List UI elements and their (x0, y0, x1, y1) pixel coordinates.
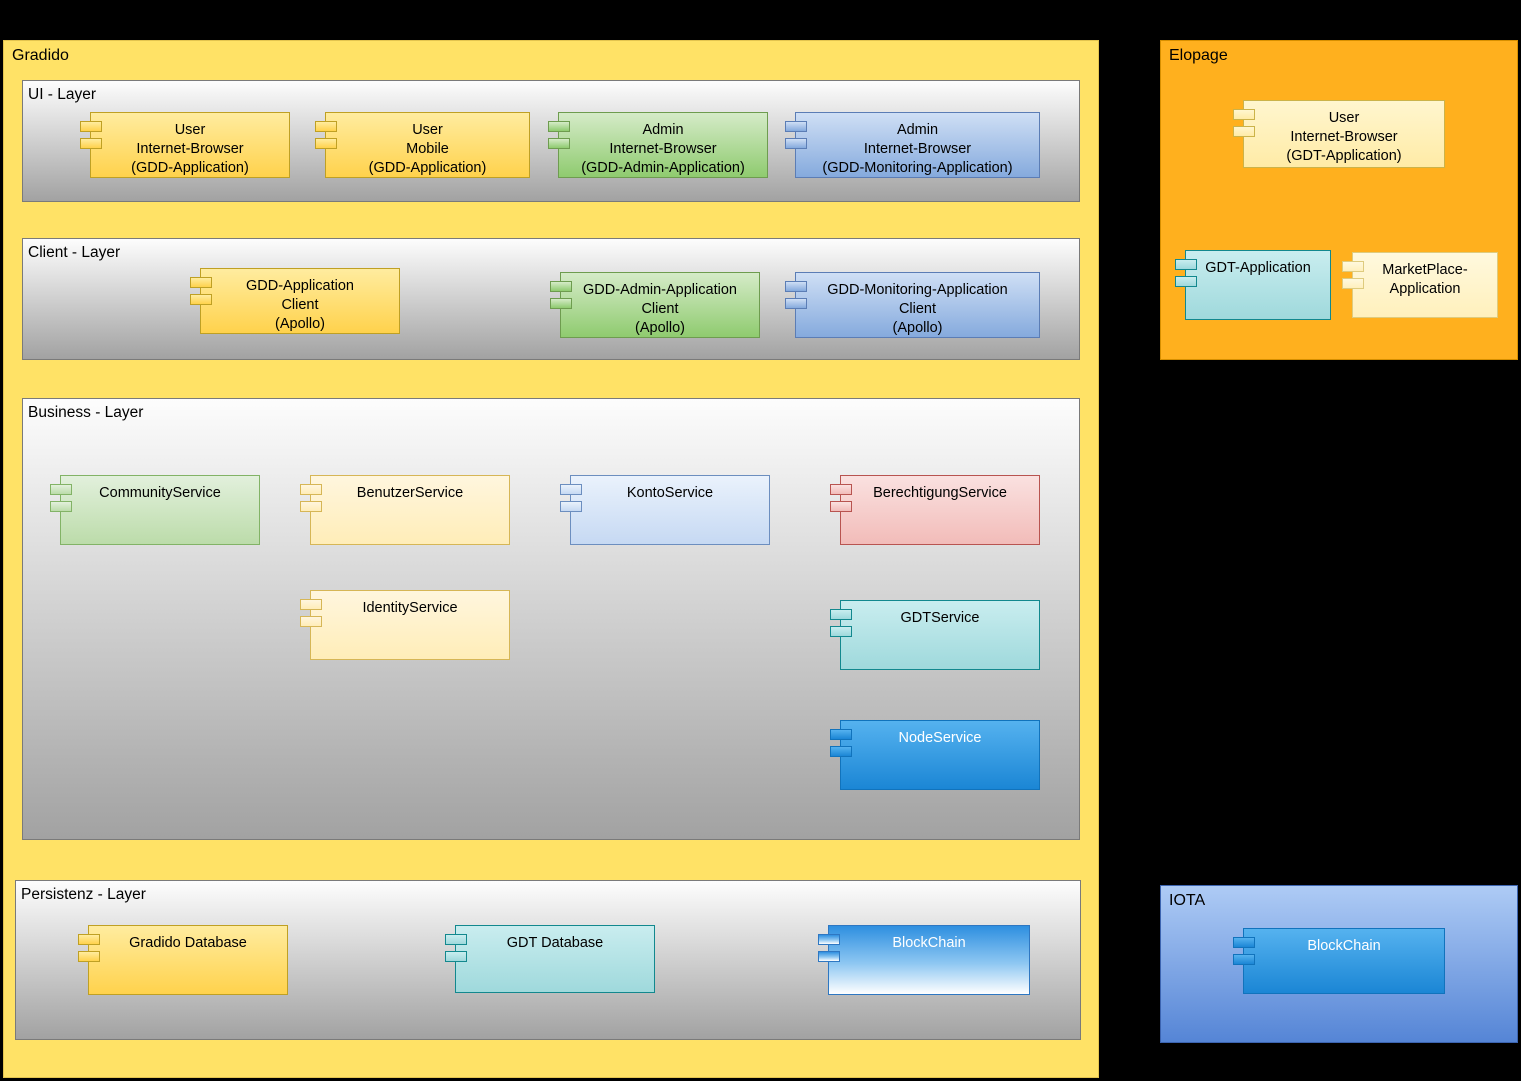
component-port-icon (550, 298, 572, 309)
component-label: GDD-Application Client (Apollo) (246, 278, 354, 332)
component-port-icon (560, 501, 582, 512)
component-label: User Internet-Browser (GDT-Application) (1286, 110, 1402, 164)
component-port-icon (190, 294, 212, 305)
component-port-icon (830, 484, 852, 495)
component-gdd-admin-application-client[interactable]: GDD-Admin-Application Client (Apollo) (550, 272, 760, 338)
component-gdtservice[interactable]: GDTService (830, 600, 1040, 670)
component-label: Admin Internet-Browser (GDD-Admin-Applic… (581, 122, 745, 176)
component-port-icon (315, 138, 337, 149)
component-port-icon (300, 501, 322, 512)
component-marketplace-application[interactable]: MarketPlace- Application (1342, 252, 1498, 318)
component-user-internet-browser-gdt-application[interactable]: User Internet-Browser (GDT-Application) (1233, 100, 1445, 168)
component-blockchain-iota[interactable]: BlockChain (1233, 928, 1445, 994)
layer-client-title: Client - Layer (28, 244, 121, 261)
component-label: GDT-Application (1205, 260, 1311, 276)
component-port-icon (785, 138, 807, 149)
component-port-icon (300, 484, 322, 495)
component-port-icon (1342, 261, 1364, 272)
component-port-icon (830, 609, 852, 620)
component-port-icon (818, 951, 840, 962)
component-port-icon (830, 746, 852, 757)
container-gradido-title: Gradido (12, 47, 69, 64)
container-iota-title: IOTA (1169, 892, 1206, 909)
component-user-internet-browser-gdd-application[interactable]: User Internet-Browser (GDD-Application) (80, 112, 290, 178)
component-gdd-monitoring-application-client[interactable]: GDD-Monitoring-Application Client (Apoll… (785, 272, 1040, 338)
component-port-icon (80, 121, 102, 132)
component-port-icon (300, 616, 322, 627)
component-gdd-application-client[interactable]: GDD-Application Client (Apollo) (190, 268, 400, 334)
component-label: KontoService (626, 485, 714, 501)
component-admin-internet-browser-gdd-monitoring-application[interactable]: Admin Internet-Browser (GDD-Monitoring-A… (785, 112, 1040, 178)
component-label: BlockChain (892, 935, 966, 951)
component-label: GDD-Admin-Application Client (Apollo) (583, 282, 737, 336)
component-user-mobile-gdd-application[interactable]: User Mobile (GDD-Application) (315, 112, 530, 178)
component-port-icon (830, 501, 852, 512)
layer-ui-title: UI - Layer (28, 86, 97, 103)
layer-business-title: Business - Layer (28, 404, 144, 421)
component-label: GDTService (900, 610, 980, 626)
component-identityservice[interactable]: IdentityService (300, 590, 510, 660)
component-nodeservice[interactable]: NodeService (830, 720, 1040, 790)
component-label: User Internet-Browser (GDD-Application) (131, 122, 249, 176)
layer-persistenz-title: Persistenz - Layer (21, 886, 146, 903)
component-port-icon (50, 501, 72, 512)
component-port-icon (445, 934, 467, 945)
component-label: CommunityService (99, 485, 221, 501)
component-port-icon (785, 121, 807, 132)
component-port-icon (445, 951, 467, 962)
component-label: Admin Internet-Browser (GDD-Monitoring-A… (822, 122, 1013, 176)
component-label: GDD-Monitoring-Application Client (Apoll… (827, 282, 1008, 336)
component-port-icon (80, 138, 102, 149)
component-communityservice[interactable]: CommunityService (50, 475, 260, 545)
component-port-icon (1175, 276, 1197, 287)
component-label: BerechtigungService (873, 485, 1007, 501)
component-benutzerservice[interactable]: BenutzerService (300, 475, 510, 545)
component-port-icon (1233, 126, 1255, 137)
component-port-icon (1342, 278, 1364, 289)
container-elopage-title: Elopage (1169, 47, 1228, 64)
component-port-icon (818, 934, 840, 945)
component-gdt-database[interactable]: GDT Database (445, 925, 655, 993)
component-label: GDT Database (506, 935, 604, 951)
component-port-icon (548, 121, 570, 132)
component-port-icon (830, 729, 852, 740)
component-label: Gradido Database (129, 935, 247, 951)
component-label: MarketPlace- Application (1382, 262, 1468, 297)
component-port-icon (1175, 259, 1197, 270)
component-gdt-application[interactable]: GDT-Application (1175, 250, 1331, 320)
component-label: IdentityService (362, 600, 458, 616)
component-berechtigungservice[interactable]: BerechtigungService (830, 475, 1040, 545)
component-label: BenutzerService (356, 485, 464, 501)
component-label: NodeService (898, 730, 982, 746)
component-admin-internet-browser-gdd-admin-application[interactable]: Admin Internet-Browser (GDD-Admin-Applic… (548, 112, 768, 178)
component-blockchain-gradido[interactable]: BlockChain (818, 925, 1030, 995)
component-port-icon (1233, 937, 1255, 948)
component-port-icon (300, 599, 322, 610)
component-port-icon (785, 281, 807, 292)
component-port-icon (190, 277, 212, 288)
component-port-icon (785, 298, 807, 309)
component-label: User Mobile (GDD-Application) (368, 122, 487, 176)
component-port-icon (550, 281, 572, 292)
component-label: BlockChain (1307, 938, 1381, 954)
component-kontoservice[interactable]: KontoService (560, 475, 770, 545)
component-port-icon (78, 951, 100, 962)
component-port-icon (560, 484, 582, 495)
component-port-icon (1233, 954, 1255, 965)
component-port-icon (830, 626, 852, 637)
component-port-icon (1233, 109, 1255, 120)
component-port-icon (78, 934, 100, 945)
component-gradido-database[interactable]: Gradido Database (78, 925, 288, 995)
component-port-icon (315, 121, 337, 132)
component-port-icon (548, 138, 570, 149)
component-port-icon (50, 484, 72, 495)
